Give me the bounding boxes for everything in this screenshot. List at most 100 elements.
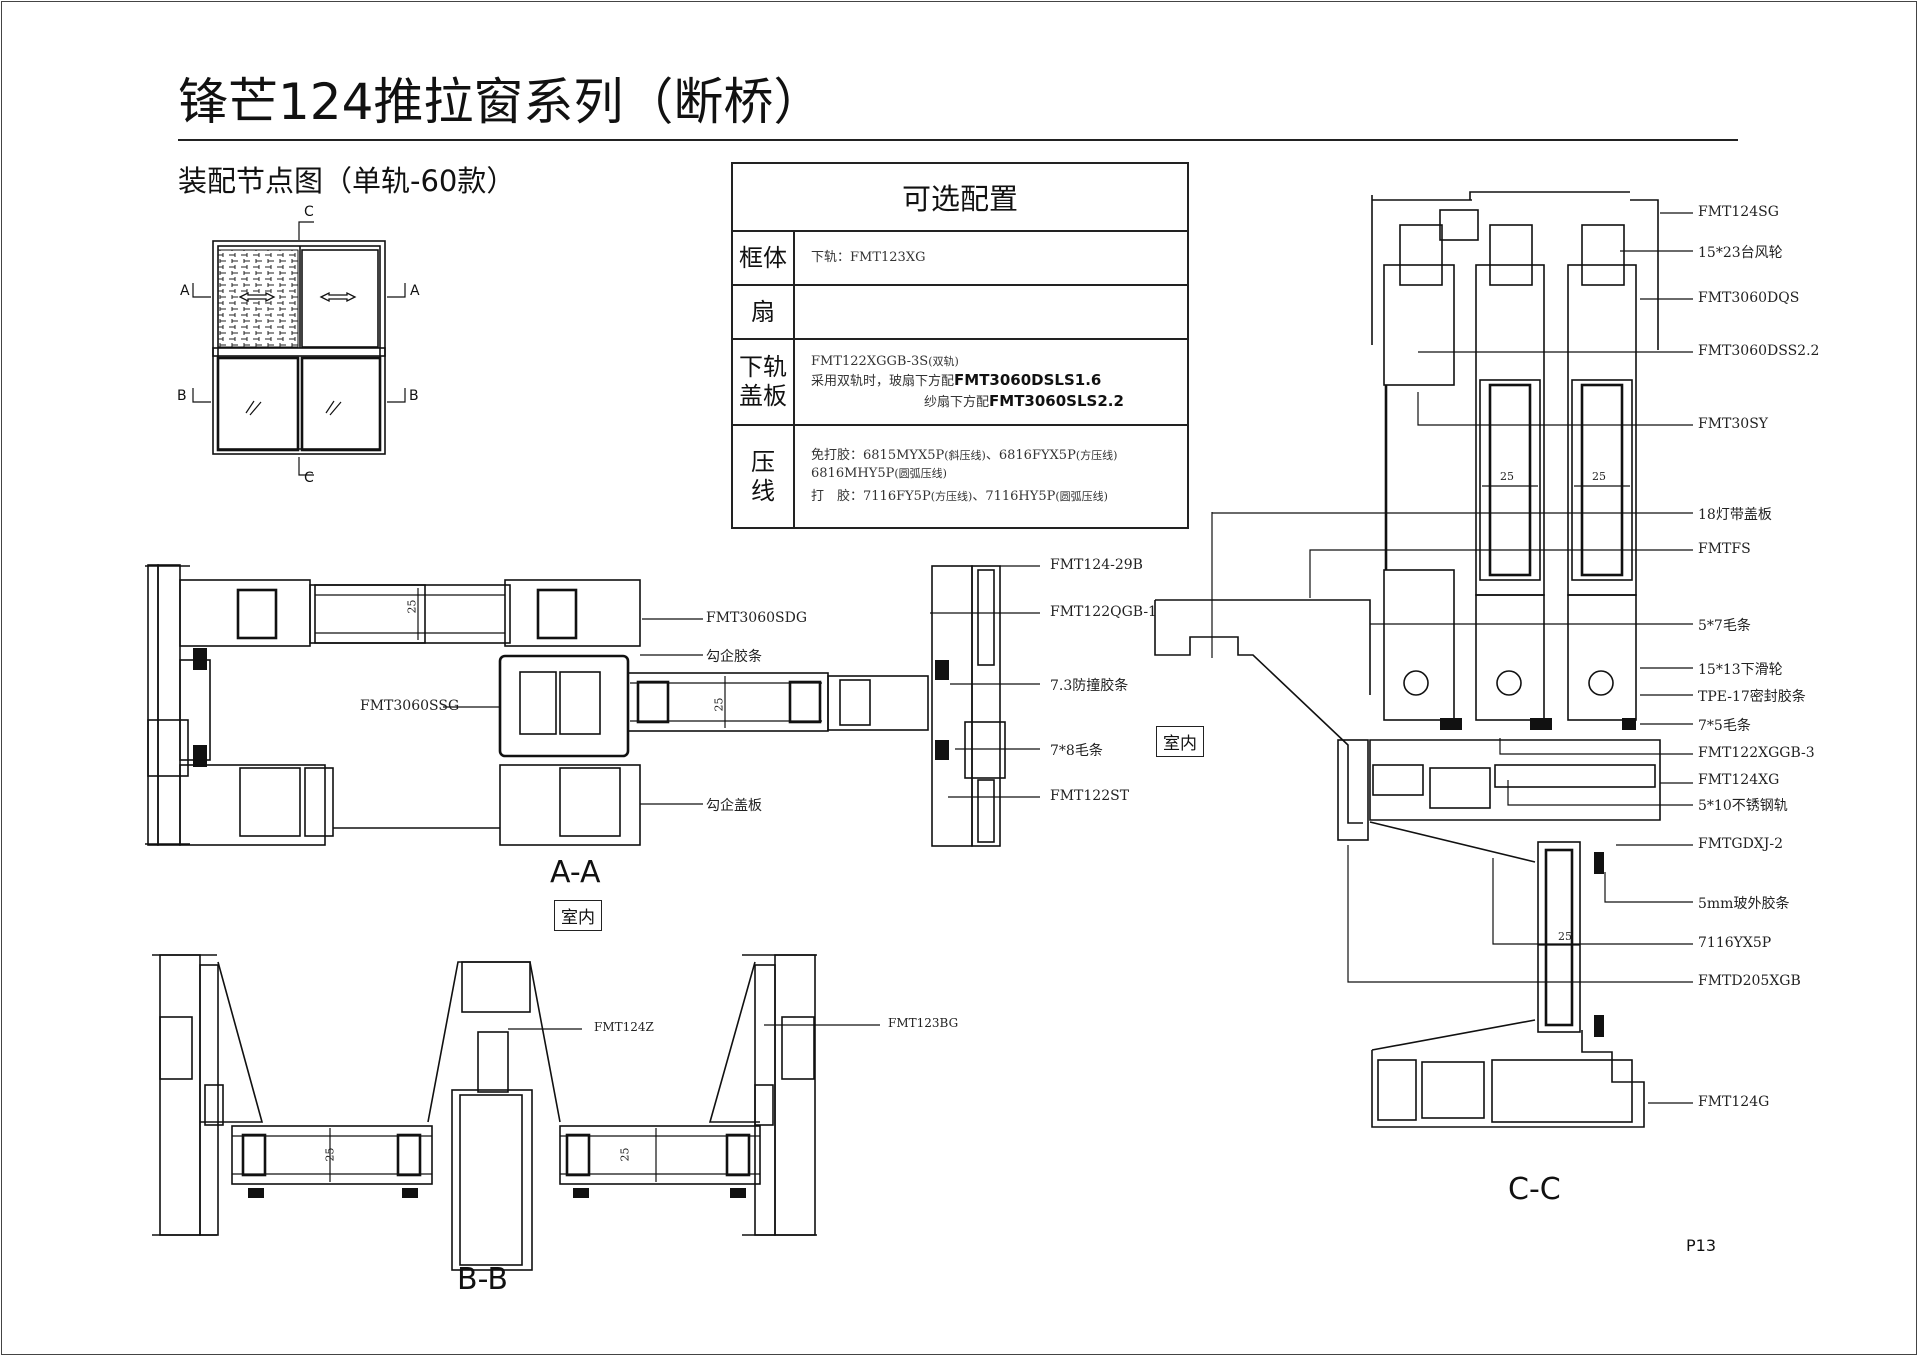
glass-dimension: 25 xyxy=(405,599,419,614)
callout-label: 5*10不锈钢轨 xyxy=(1698,798,1788,814)
callout-label: FMT3060DQS xyxy=(1698,290,1800,306)
callout-label: FMT3060SDG xyxy=(706,610,808,626)
section-bb-drawing xyxy=(152,954,880,1271)
callout-label: FMT3060DSS2.2 xyxy=(1698,343,1820,359)
config-category: 压线 xyxy=(731,424,795,529)
config-table-title: 可选配置 xyxy=(731,162,1189,232)
callout-label: 7116YX5P xyxy=(1698,935,1772,951)
part-note: (双轨) xyxy=(928,354,959,368)
double-arrow-icon xyxy=(319,291,357,303)
callout-label: FMTD205XGB xyxy=(1698,973,1801,989)
glass-dimension: 25 xyxy=(618,1147,632,1162)
section-title-cc: C-C xyxy=(1508,1172,1561,1207)
part-note: (方压线) xyxy=(930,490,973,504)
page-number: P13 xyxy=(1686,1236,1717,1255)
config-text: 、7116HY5P xyxy=(972,489,1056,505)
window-elevation xyxy=(192,221,406,476)
config-value-empty xyxy=(793,284,1189,340)
config-value: 下轨：FMT123XG xyxy=(793,230,1189,286)
callout-label: FMT124Z xyxy=(594,1020,654,1034)
config-row-rail-cover: 下轨盖板 FMT122XGGB-3S(双轨) 采用双轨时，玻扇下方配FMT306… xyxy=(731,338,1189,426)
config-row-sash: 扇 xyxy=(731,284,1189,340)
title-divider xyxy=(178,139,1738,141)
callout-label: FMT124XG xyxy=(1698,772,1780,788)
aa-leaders xyxy=(443,565,1040,805)
config-row-bead: 压线 免打胶：6815MYX5P(斜压线)、6816FYX5P(方压线) 681… xyxy=(731,424,1189,529)
indoor-label-aa: 室内 xyxy=(554,900,602,931)
config-value: 免打胶：6815MYX5P(斜压线)、6816FYX5P(方压线) 6816MH… xyxy=(793,424,1189,529)
part-code: FMT122XGGB-3S xyxy=(811,353,929,369)
lower-glass-right xyxy=(300,356,382,452)
config-row-frame: 框体 下轨：FMT123XG xyxy=(731,230,1189,286)
section-title-bb: B-B xyxy=(457,1262,508,1297)
double-arrow-icon xyxy=(238,291,276,303)
config-text: 、6816FYX5P xyxy=(985,448,1076,464)
upper-glass-sash xyxy=(301,249,379,348)
section-cc-drawing xyxy=(1154,191,1693,1128)
config-text: 打 胶：7116FY5P xyxy=(811,489,931,505)
part-note: (方压线) xyxy=(1075,449,1118,463)
config-category: 框体 xyxy=(731,230,795,286)
part-code-bold: FMT3060SLS2.2 xyxy=(989,391,1124,410)
config-text: 免打胶：6815MYX5P xyxy=(811,448,945,464)
glass-dimension: 25 xyxy=(1592,470,1606,483)
callout-label: FMT122ST xyxy=(1050,788,1130,804)
config-text: 采用双轨时，玻扇下方配 xyxy=(811,374,955,390)
callout-label: TPE-17密封胶条 xyxy=(1698,689,1806,705)
cut-mark-a-right: A xyxy=(410,283,420,299)
callout-label: 7.3防撞胶条 xyxy=(1050,678,1129,694)
lower-glass-left xyxy=(216,356,300,452)
callout-label: 5mm玻外胶条 xyxy=(1698,896,1790,912)
config-category: 下轨盖板 xyxy=(731,338,795,426)
glass-dimension: 25 xyxy=(323,1147,337,1162)
page-subtitle: 装配节点图（单轨-60款） xyxy=(178,164,516,198)
callout-label: FMT3060SSG xyxy=(360,698,460,714)
callout-label: FMT122QGB-1 xyxy=(1050,604,1157,620)
glass-dimension: 25 xyxy=(1558,930,1572,943)
indoor-label-cc: 室内 xyxy=(1156,726,1204,757)
callout-label: 勾企盖板 xyxy=(706,798,762,814)
callout-label: 15*23台风轮 xyxy=(1698,245,1783,261)
config-category-text: 压线 xyxy=(751,447,775,505)
bb-leaders xyxy=(508,1024,880,1030)
transom xyxy=(212,347,386,357)
part-code-bold: FMT3060DSLS1.6 xyxy=(954,371,1102,390)
callout-label: FMT122XGGB-3 xyxy=(1698,745,1815,761)
callout-label: FMT124-29B xyxy=(1050,557,1143,573)
callout-label: 15*13下滑轮 xyxy=(1698,662,1783,678)
part-note: (圆弧压线) xyxy=(1055,490,1108,504)
callout-label: 5*7毛条 xyxy=(1698,618,1751,634)
cut-mark-c-top: C xyxy=(304,204,314,220)
section-aa-drawing xyxy=(145,564,1040,847)
section-cut-marks xyxy=(192,221,406,476)
part-note: (斜压线) xyxy=(944,449,986,463)
cc-leaders xyxy=(1211,212,1693,1104)
page-title: 锋芒124推拉窗系列（断桥） xyxy=(178,73,824,131)
callout-label: FMT123BG xyxy=(888,1016,959,1030)
cut-mark-a-left: A xyxy=(180,283,190,299)
glass-dimension: 25 xyxy=(1500,470,1514,483)
section-title-aa: A-A xyxy=(550,855,601,890)
callout-label: FMT124G xyxy=(1698,1094,1770,1110)
callout-label: 18灯带盖板 xyxy=(1698,507,1772,523)
callout-label: 7*5毛条 xyxy=(1698,718,1751,734)
part-code: 6816MHY5P xyxy=(811,465,895,481)
glass-mark-icon xyxy=(245,400,342,416)
cut-mark-c-bottom: C xyxy=(304,470,314,486)
cut-mark-b-left: B xyxy=(177,388,187,404)
config-value: FMT122XGGB-3S(双轨) 采用双轨时，玻扇下方配FMT3060DSLS… xyxy=(793,338,1189,426)
config-category-text: 下轨盖板 xyxy=(739,353,787,410)
callout-label: 勾企胶条 xyxy=(706,649,762,665)
glass-dimension: 25 xyxy=(712,697,726,712)
config-category: 扇 xyxy=(731,284,795,340)
callout-label: FMTGDXJ-2 xyxy=(1698,836,1784,852)
callout-label: FMT30SY xyxy=(1698,416,1769,432)
config-text: 纱扇下方配 xyxy=(924,394,990,410)
part-note: (圆弧压线) xyxy=(894,466,947,480)
callout-label: FMTFS xyxy=(1698,541,1751,557)
callout-label: FMT124SG xyxy=(1698,204,1779,220)
callout-label: 7*8毛条 xyxy=(1050,743,1103,759)
cut-mark-b-right: B xyxy=(409,388,419,404)
